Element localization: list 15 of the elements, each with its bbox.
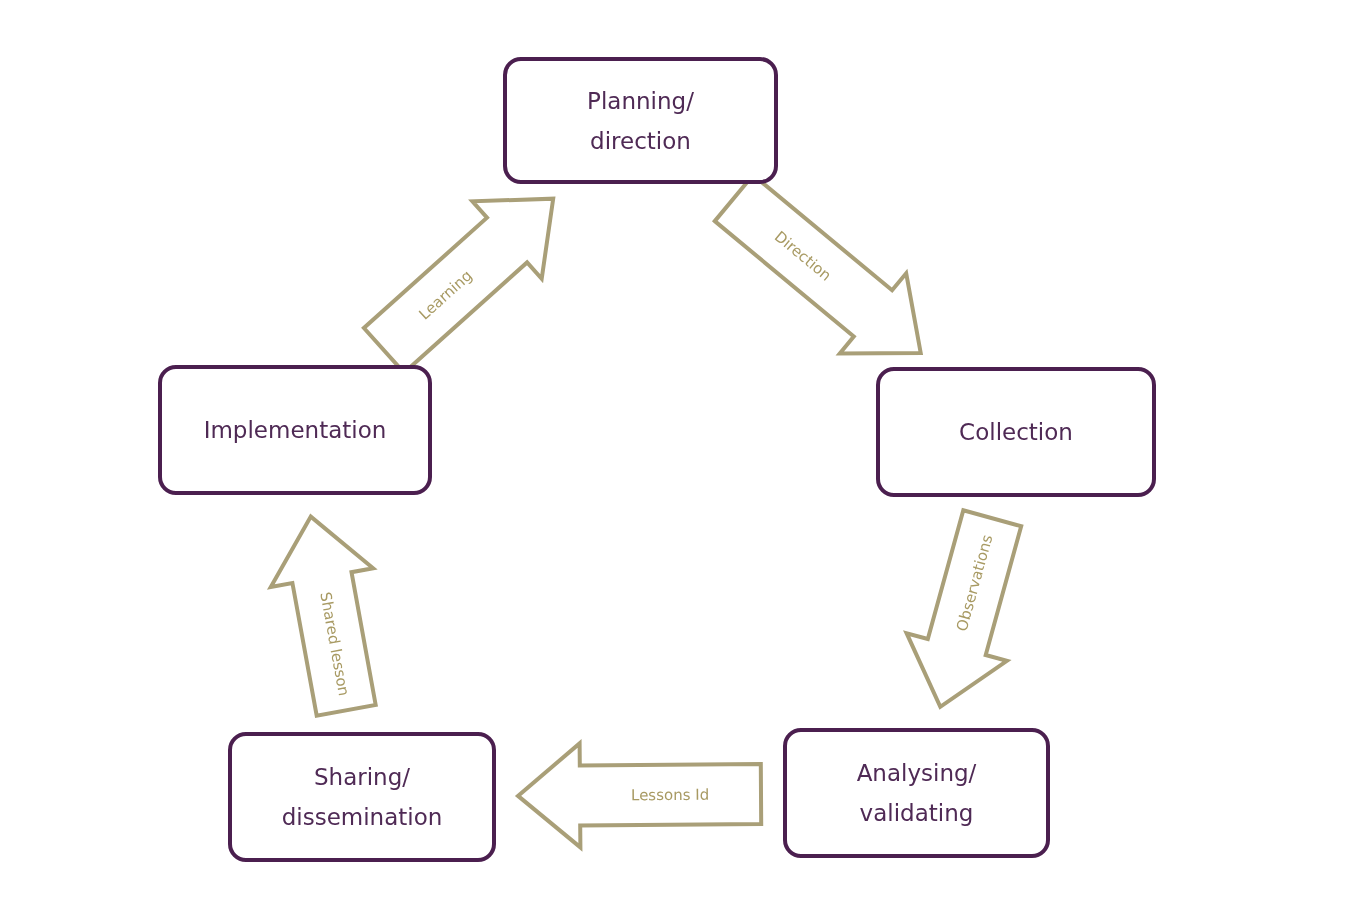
process-box bbox=[503, 57, 778, 184]
process-box bbox=[876, 367, 1156, 497]
box-label: Collection bbox=[958, 418, 1074, 447]
block-arrow bbox=[266, 513, 379, 719]
box-label: Implementation bbox=[202, 416, 388, 445]
block-arrow bbox=[903, 507, 1024, 710]
process-box bbox=[783, 728, 1050, 858]
block-arrow bbox=[514, 739, 764, 852]
box-label: Analysing/ validating bbox=[855, 759, 978, 828]
edge-label: Shared lesson bbox=[315, 590, 353, 698]
box-label: Sharing/ dissemination bbox=[280, 763, 444, 832]
process-box bbox=[228, 732, 496, 862]
box-label: Planning/ direction bbox=[586, 86, 695, 156]
edge-label: Lessons Id bbox=[631, 785, 710, 805]
process-box bbox=[158, 365, 432, 495]
